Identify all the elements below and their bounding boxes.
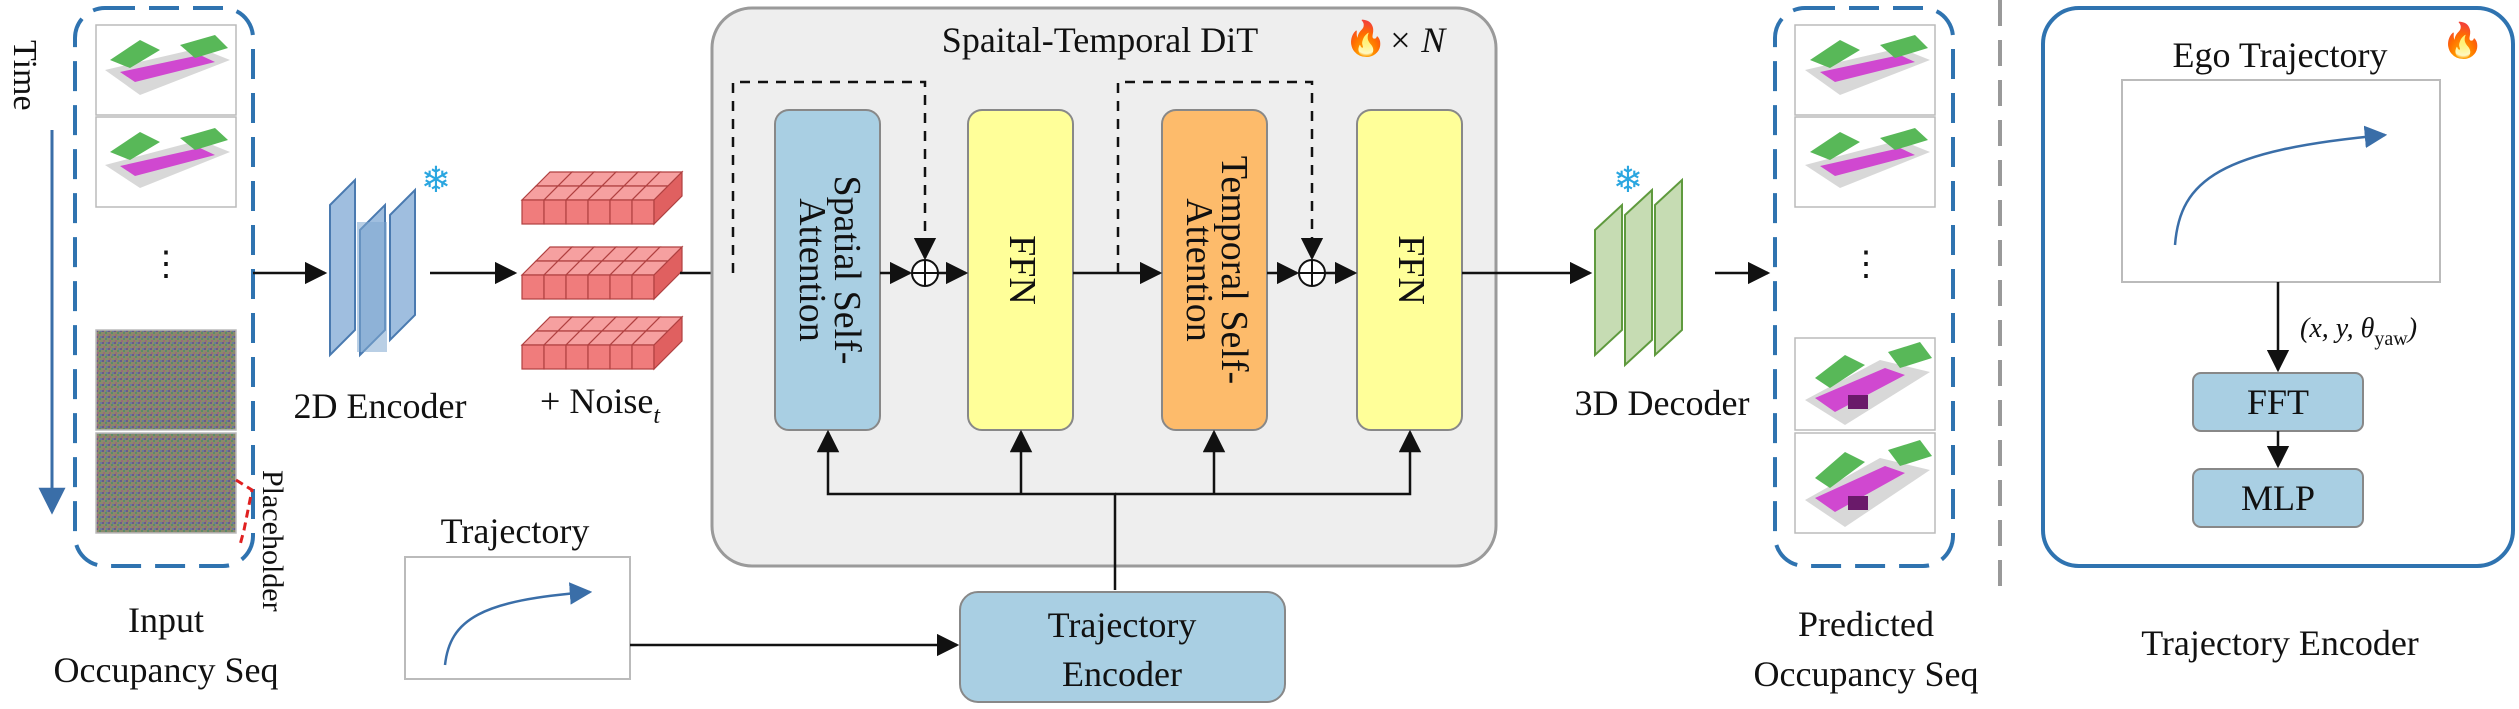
ffn-block-1: FFN [967, 109, 1074, 431]
dit-repeat-label: × N [1388, 20, 1447, 60]
time-axis: Time [6, 40, 66, 515]
predicted-label-line2: Occupancy Seq [1754, 654, 1979, 694]
trajectory-encoder-panel: Ego Trajectory 🔥 (x, y, θyaw) FFT MLP [2041, 6, 2515, 568]
placeholder-label: Placeholder [256, 470, 289, 612]
noise-side-face [653, 170, 683, 226]
predicted-frame-4 [1794, 432, 1936, 534]
noise-cell [565, 199, 589, 225]
input-frame-1 [95, 24, 237, 116]
noise-latent [520, 170, 684, 371]
noise-cell [587, 344, 611, 370]
ffn-label-2: FFN [1390, 235, 1432, 305]
noise-cell [631, 344, 655, 370]
trajectory-input: Trajectory [404, 511, 631, 680]
decoder-3d: ❄ 3D Decoder [1575, 160, 1750, 423]
predicted-frame-2 [1794, 116, 1936, 208]
spatial-attention-block: Spatial Self- Attention [774, 109, 881, 431]
predicted-dashed-frame [1773, 6, 1955, 568]
trajectory-encoder-box: Trajectory Encoder [959, 591, 1286, 703]
input-label-line2: Occupancy Seq [54, 650, 279, 690]
ego-title: Ego Trajectory [2173, 35, 2388, 75]
predicted-frame-1 [1794, 24, 1936, 116]
noise-cell [609, 274, 633, 300]
noise-label-main: + Noise [540, 381, 653, 421]
spatial-attention-label-1: Spatial Self- [826, 176, 868, 365]
decoder-snowflake-icon: ❄ [1613, 160, 1643, 200]
noise-cell [543, 274, 567, 300]
predicted-frame-3 [1794, 337, 1936, 431]
decoder-3d-label: 3D Decoder [1575, 383, 1750, 423]
ego-flame-icon: 🔥 [2442, 21, 2484, 60]
input-ellipsis: ⋮ [149, 246, 183, 283]
placeholder-frame-2 [95, 432, 237, 534]
ego-trajectory-plot [2121, 79, 2441, 283]
noise-cell [521, 344, 545, 370]
noise-label: + Noiset [540, 381, 661, 429]
noise-cell [631, 274, 655, 300]
noise-cell [631, 199, 655, 225]
noise-side-face [653, 315, 683, 371]
noise-cell [521, 274, 545, 300]
noise-cell [609, 344, 633, 370]
noise-cell [521, 199, 545, 225]
noise-side-face [653, 245, 683, 301]
noise-cell [543, 199, 567, 225]
input-label-line1: Input [128, 600, 204, 640]
placeholder-frame-1 [95, 329, 237, 431]
noise-label-sub: t [653, 403, 661, 429]
fft-box: FFT [2192, 372, 2364, 432]
ego-equation: (x, y, θyaw) [2300, 313, 2417, 350]
mlp-label: MLP [2241, 478, 2315, 518]
noise-cell [543, 344, 567, 370]
noise-cell [587, 274, 611, 300]
fft-label: FFT [2247, 382, 2309, 422]
trajectory-encoder-label-2: Encoder [1062, 654, 1182, 694]
temporal-attention-label-1: Temporal Self- [1213, 156, 1255, 384]
dit-flame-icon: 🔥 [1345, 19, 1387, 58]
input-frame-2 [95, 116, 237, 208]
noise-cell [565, 344, 589, 370]
encoder-2d-label: 2D Encoder [294, 386, 467, 426]
trajectory-encoder-caption: Trajectory Encoder [2141, 623, 2419, 663]
noise-cell [587, 199, 611, 225]
ffn-block-2: FFN [1356, 109, 1463, 431]
temporal-attention-block: Temporal Self- Attention [1161, 109, 1268, 431]
spatial-attention-label-2: Attention [791, 198, 833, 342]
trajectory-label: Trajectory [441, 511, 590, 551]
trajectory-encoder-label-1: Trajectory [1048, 605, 1197, 645]
encoder-snowflake-icon: ❄ [421, 160, 451, 200]
time-label: Time [6, 40, 43, 111]
noise-cell [565, 274, 589, 300]
predicted-ellipsis: ⋮ [1849, 246, 1883, 283]
ffn-label-1: FFN [1001, 235, 1043, 305]
mlp-box: MLP [2192, 468, 2364, 528]
temporal-attention-label-2: Attention [1178, 198, 1220, 342]
encoder-2d: ❄ 2D Encoder [294, 160, 467, 426]
predicted-sequence: ⋮ Predicted Occupancy Seq [1754, 6, 1979, 694]
input-dashed-frame [73, 6, 255, 568]
predicted-label-line1: Predicted [1798, 604, 1934, 644]
noise-cell [609, 199, 633, 225]
input-sequence: ⋮ [73, 6, 255, 568]
dit-panel: Spaital-Temporal DiT 🔥 × N Spatial Self-… [710, 6, 1498, 590]
dit-title: Spaital-Temporal DiT [942, 20, 1258, 60]
svg-text:+ Noiset: + Noiset [540, 381, 661, 429]
placeholder-annotation: Placeholder [235, 470, 289, 612]
